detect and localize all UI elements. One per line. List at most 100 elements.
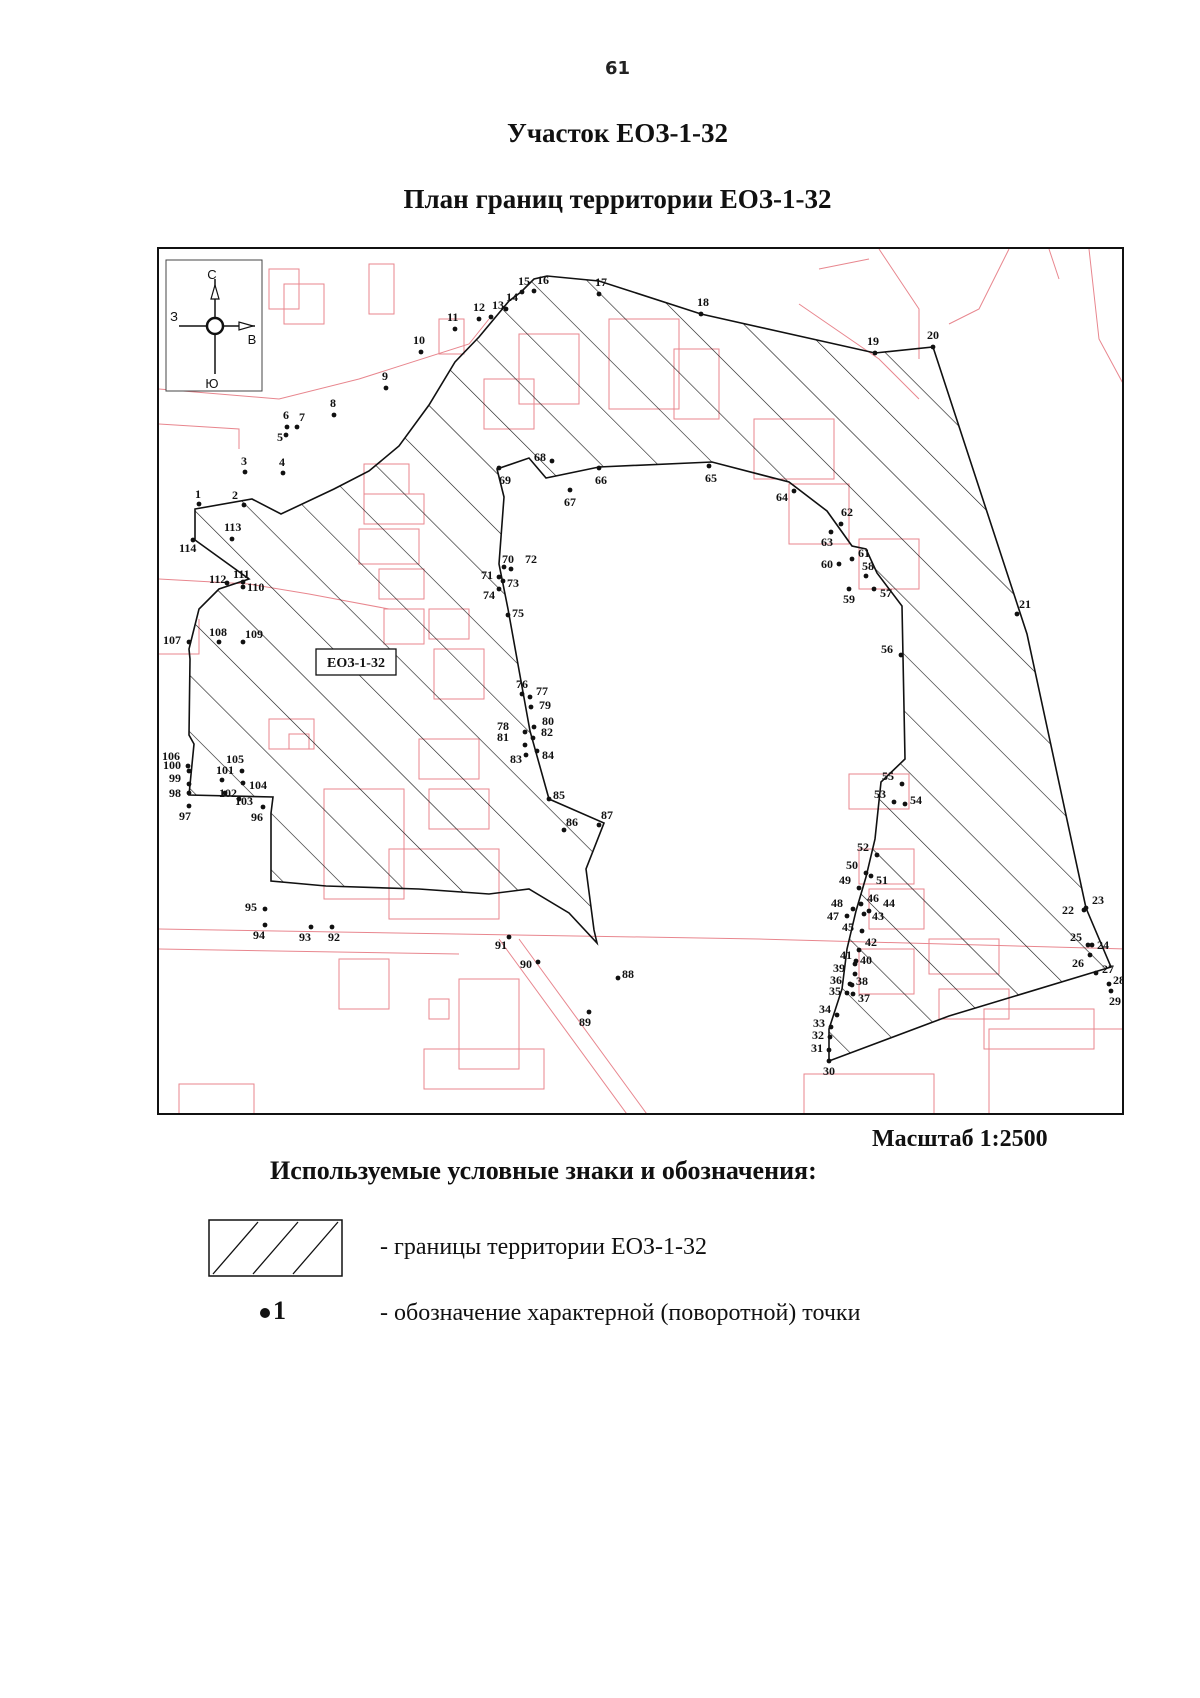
boundary-point[interactable] <box>190 537 196 543</box>
boundary-point[interactable] <box>284 424 290 430</box>
boundary-point[interactable] <box>186 803 192 809</box>
boundary-point[interactable] <box>850 991 856 997</box>
boundary-point[interactable] <box>506 934 512 940</box>
boundary-point[interactable] <box>930 344 936 350</box>
boundary-point[interactable] <box>898 652 904 658</box>
boundary-point[interactable] <box>863 870 869 876</box>
boundary-point[interactable] <box>242 469 248 475</box>
boundary-point[interactable] <box>1089 942 1095 948</box>
boundary-point[interactable] <box>240 579 246 585</box>
boundary-point[interactable] <box>294 424 300 430</box>
boundary-point[interactable] <box>496 574 502 580</box>
boundary-point[interactable] <box>519 691 525 697</box>
boundary-point[interactable] <box>586 1009 592 1015</box>
boundary-point[interactable] <box>826 1047 832 1053</box>
boundary-point[interactable] <box>535 959 541 965</box>
boundary-point[interactable] <box>838 521 844 527</box>
boundary-point[interactable] <box>240 639 246 645</box>
boundary-point[interactable] <box>283 432 289 438</box>
boundary-point[interactable] <box>527 694 533 700</box>
boundary-point[interactable] <box>196 501 202 507</box>
boundary-point[interactable] <box>523 752 529 758</box>
boundary-point[interactable] <box>1085 942 1091 948</box>
boundary-point[interactable] <box>240 584 246 590</box>
boundary-point[interactable] <box>185 763 191 769</box>
boundary-point[interactable] <box>531 724 537 730</box>
boundary-point[interactable] <box>519 289 525 295</box>
boundary-point[interactable] <box>186 781 192 787</box>
boundary-point[interactable] <box>239 768 245 774</box>
boundary-point[interactable] <box>530 735 536 741</box>
boundary-point[interactable] <box>596 465 602 471</box>
boundary-point[interactable] <box>853 958 859 964</box>
boundary-point[interactable] <box>615 975 621 981</box>
boundary-point[interactable] <box>186 790 192 796</box>
boundary-point[interactable] <box>861 911 867 917</box>
boundary-point[interactable] <box>1106 981 1112 987</box>
boundary-point[interactable] <box>856 947 862 953</box>
boundary-point[interactable] <box>262 906 268 912</box>
boundary-point[interactable] <box>596 822 602 828</box>
boundary-point[interactable] <box>561 827 567 833</box>
boundary-point[interactable] <box>241 502 247 508</box>
boundary-point[interactable] <box>791 488 797 494</box>
boundary-point[interactable] <box>836 561 842 567</box>
boundary-point[interactable] <box>240 780 246 786</box>
boundary-point[interactable] <box>452 326 458 332</box>
boundary-point[interactable] <box>505 612 511 618</box>
boundary-point[interactable] <box>849 556 855 562</box>
boundary-point[interactable] <box>596 291 602 297</box>
boundary-point[interactable] <box>383 385 389 391</box>
boundary-point[interactable] <box>186 768 192 774</box>
boundary-point[interactable] <box>891 799 897 805</box>
boundary-point[interactable] <box>834 1012 840 1018</box>
boundary-point[interactable] <box>522 729 528 735</box>
boundary-point[interactable] <box>1093 970 1099 976</box>
boundary-point[interactable] <box>859 928 865 934</box>
boundary-point[interactable] <box>868 873 874 879</box>
boundary-point[interactable] <box>503 306 509 312</box>
boundary-point[interactable] <box>534 748 540 754</box>
boundary-point[interactable] <box>262 922 268 928</box>
boundary-point[interactable] <box>856 885 862 891</box>
boundary-point[interactable] <box>546 796 552 802</box>
boundary-point[interactable] <box>528 704 534 710</box>
boundary-point[interactable] <box>874 852 880 858</box>
boundary-point[interactable] <box>863 573 869 579</box>
boundary-point[interactable] <box>844 913 850 919</box>
boundary-point[interactable] <box>1083 905 1089 911</box>
boundary-point[interactable] <box>280 470 286 476</box>
boundary-point[interactable] <box>858 901 864 907</box>
boundary-point[interactable] <box>222 790 228 796</box>
boundary-point[interactable] <box>329 924 335 930</box>
boundary-point[interactable] <box>828 1024 834 1030</box>
territory-boundary[interactable] <box>188 275 1113 1063</box>
boundary-point[interactable] <box>236 796 242 802</box>
boundary-point[interactable] <box>849 982 855 988</box>
boundary-point[interactable] <box>1087 952 1093 958</box>
boundary-point[interactable] <box>496 586 502 592</box>
boundary-point[interactable] <box>522 742 528 748</box>
boundary-point[interactable] <box>508 566 514 572</box>
boundary-point[interactable] <box>496 465 502 471</box>
boundary-point[interactable] <box>1014 611 1020 617</box>
boundary-point[interactable] <box>850 906 856 912</box>
boundary-point[interactable] <box>549 458 555 464</box>
boundary-point[interactable] <box>871 586 877 592</box>
boundary-point[interactable] <box>219 777 225 783</box>
boundary-point[interactable] <box>828 529 834 535</box>
boundary-point[interactable] <box>500 578 506 584</box>
boundary-point[interactable] <box>229 536 235 542</box>
boundary-point[interactable] <box>488 314 494 320</box>
boundary-point[interactable] <box>418 349 424 355</box>
boundary-point[interactable] <box>827 1034 833 1040</box>
boundary-point[interactable] <box>308 924 314 930</box>
boundary-point[interactable] <box>567 487 573 493</box>
boundary-point[interactable] <box>826 1058 832 1064</box>
boundary-point[interactable] <box>866 908 872 914</box>
boundary-point[interactable] <box>899 781 905 787</box>
boundary-point[interactable] <box>902 801 908 807</box>
boundary-point[interactable] <box>706 463 712 469</box>
boundary-point[interactable] <box>846 586 852 592</box>
